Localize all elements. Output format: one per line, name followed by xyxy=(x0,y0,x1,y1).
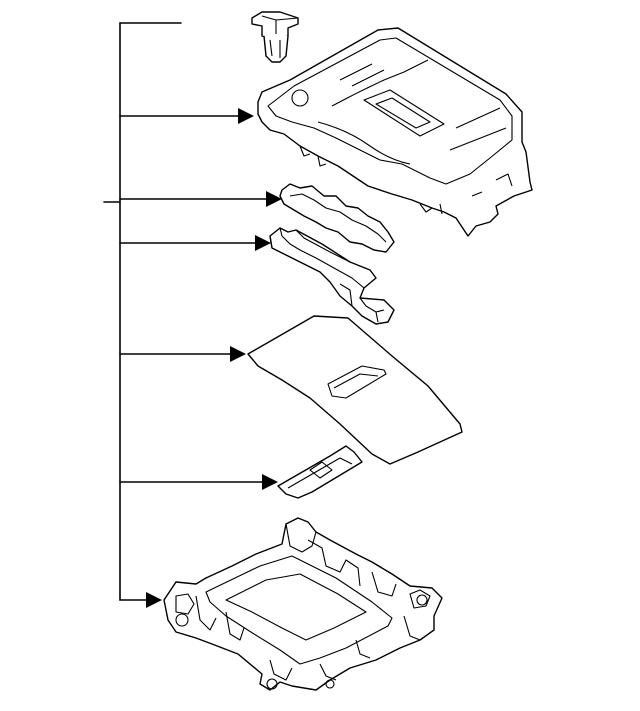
arrowhead-engine-cover xyxy=(238,108,254,124)
small-pad-icon xyxy=(277,445,363,499)
mounting-frame-icon xyxy=(163,517,443,691)
arrowhead-frame xyxy=(146,592,162,608)
arrowheads xyxy=(146,108,282,608)
cover-sheet-icon xyxy=(247,315,463,465)
arrowhead-foam xyxy=(266,191,282,207)
arrowhead-pad xyxy=(262,474,278,490)
arrowhead-sheet xyxy=(230,346,246,362)
arrowhead-bracket xyxy=(255,235,271,251)
foam-insulator-icon xyxy=(279,183,395,253)
push-clip-icon xyxy=(251,11,299,63)
bracket-icon xyxy=(269,227,395,325)
engine-cover-icon xyxy=(257,27,533,237)
leader-lines xyxy=(103,22,269,601)
